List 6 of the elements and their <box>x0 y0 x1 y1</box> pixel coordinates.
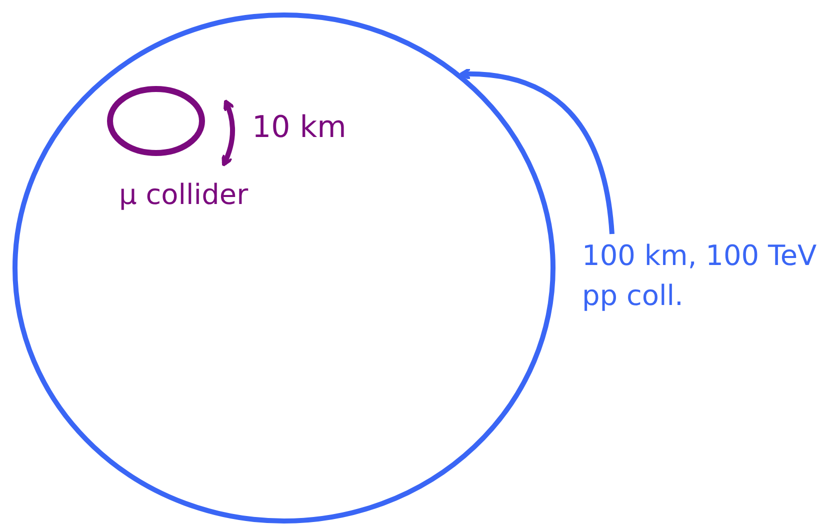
ring-circle <box>107 86 205 156</box>
ring-label: 100 km, 100 TeV pp coll. <box>582 236 832 316</box>
ring-circle <box>12 12 556 524</box>
arrow <box>460 68 614 234</box>
collider-label: μ collider <box>119 178 248 211</box>
dimension-label: 10 km <box>252 110 346 145</box>
